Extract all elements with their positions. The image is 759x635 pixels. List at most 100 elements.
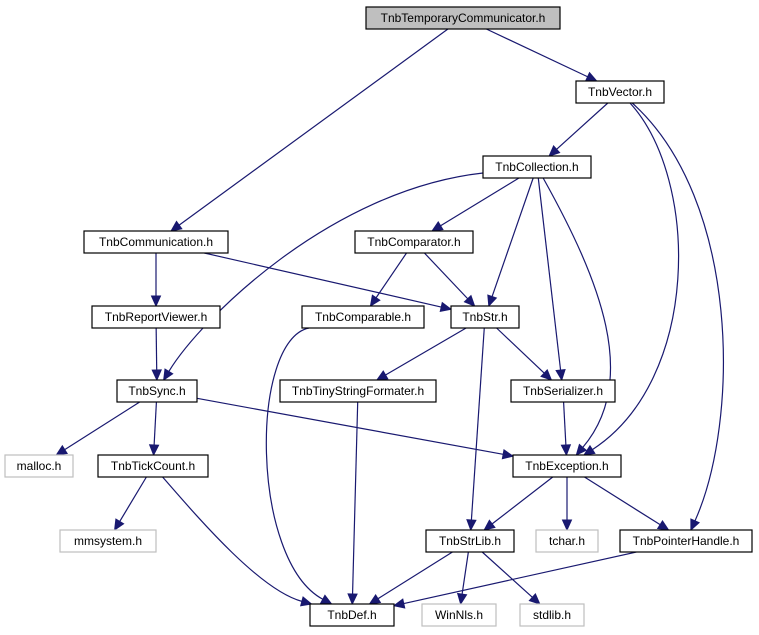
- node-reportviewer[interactable]: TnbReportViewer.h: [91, 305, 221, 329]
- arrowhead-icon: [487, 294, 498, 308]
- edge-line: [584, 476, 661, 526]
- edge-collection-to-str: [487, 177, 534, 308]
- edge-tickcount-to-def: [162, 476, 313, 607]
- arrowhead-icon: [150, 295, 162, 308]
- node-serializer[interactable]: TnbSerializer.h: [510, 379, 616, 403]
- node-label: TnbSerializer.h: [523, 384, 603, 398]
- arrowhead-icon: [375, 370, 389, 381]
- node-root: TnbTemporaryCommunicator.h: [365, 6, 561, 30]
- edge-line: [377, 551, 453, 600]
- node-mmsystem: mmsystem.h: [59, 529, 157, 553]
- edge-line: [562, 401, 567, 446]
- arrowhead-icon: [528, 593, 541, 605]
- node-box: [425, 529, 515, 553]
- edge-line: [592, 102, 680, 451]
- arrowhead-icon: [466, 519, 477, 532]
- edge-exception-to-pointerhandle: [584, 476, 670, 531]
- edge-line: [162, 476, 303, 602]
- edge-communication-to-reportviewer: [150, 253, 162, 308]
- arrowhead-icon: [456, 592, 468, 606]
- edge-line: [265, 327, 324, 600]
- node-label: TnbSync.h: [128, 384, 185, 398]
- node-label: TnbVector.h: [588, 85, 652, 99]
- edge-line: [168, 172, 484, 372]
- node-label: TnbCollection.h: [495, 160, 578, 174]
- arrowhead-icon: [369, 294, 381, 308]
- edge-line: [486, 28, 588, 78]
- arrowhead-icon: [368, 593, 382, 605]
- node-winnls: WinNls.h: [421, 603, 497, 627]
- edge-line: [491, 177, 534, 297]
- arrowhead-icon: [548, 145, 561, 157]
- edge-reportviewer-to-sync: [151, 327, 162, 382]
- node-communication[interactable]: TnbCommunication.h: [83, 230, 229, 254]
- node-strlib[interactable]: TnbStrLib.h: [425, 529, 515, 553]
- edge-root-to-communication: [170, 28, 449, 232]
- node-sync[interactable]: TnbSync.h: [116, 379, 198, 403]
- arrowhead-icon: [439, 301, 453, 313]
- edge-line: [351, 401, 359, 595]
- edge-tickcount-to-mmsystem: [113, 476, 147, 532]
- node-box: [301, 305, 425, 329]
- edge-pointerhandle-to-def: [392, 551, 637, 609]
- node-box: [97, 454, 209, 478]
- edge-line: [631, 102, 724, 522]
- arrowhead-icon: [690, 518, 701, 532]
- node-comparator[interactable]: TnbComparator.h: [354, 230, 474, 254]
- arrowhead-icon: [170, 220, 183, 232]
- edge-line: [64, 401, 141, 451]
- node-tickcount[interactable]: TnbTickCount.h: [97, 454, 209, 478]
- edge-line: [542, 177, 612, 448]
- node-box: [512, 454, 622, 478]
- node-box: [354, 230, 474, 254]
- edge-vector-to-collection: [548, 102, 609, 157]
- arrowhead-icon: [501, 449, 515, 460]
- edge-collection-to-serializer: [537, 177, 566, 382]
- edge-line: [537, 177, 562, 371]
- arrowhead-icon: [55, 444, 68, 456]
- node-pointerhandle[interactable]: TnbPointerHandle.h: [619, 529, 753, 553]
- edge-line: [153, 401, 158, 446]
- arrowhead-icon: [392, 598, 406, 609]
- arrowhead-icon: [151, 369, 162, 382]
- edge-root-to-vector: [486, 28, 598, 82]
- node-label: stdlib.h: [533, 608, 571, 622]
- edge-communication-to-str: [204, 252, 453, 313]
- node-box: [619, 529, 753, 553]
- node-def[interactable]: TnbDef.h: [309, 603, 395, 627]
- node-box: [279, 379, 437, 403]
- edge-strlib-to-def: [368, 551, 453, 605]
- node-box: [4, 454, 74, 478]
- node-label: TnbComparable.h: [315, 310, 411, 324]
- node-tinyformater[interactable]: TnbTinyStringFormater.h: [279, 379, 437, 403]
- arrowhead-icon: [540, 368, 553, 381]
- edge-line: [556, 102, 609, 150]
- edge-line: [178, 28, 449, 226]
- node-label: malloc.h: [17, 459, 62, 473]
- arrowhead-icon: [575, 443, 588, 456]
- arrowhead-icon: [319, 594, 333, 605]
- node-label: TnbStrLib.h: [439, 534, 501, 548]
- arrowhead-icon: [148, 444, 160, 457]
- node-box: [365, 6, 561, 30]
- node-label: TnbException.h: [525, 459, 608, 473]
- node-exception[interactable]: TnbException.h: [512, 454, 622, 478]
- arrowhead-icon: [113, 518, 125, 532]
- edge-line: [119, 476, 147, 522]
- edge-vector-to-pointerhandle: [631, 102, 724, 532]
- node-box: [482, 155, 592, 179]
- arrowhead-icon: [163, 368, 174, 382]
- arrowhead-icon: [463, 294, 476, 307]
- edge-strlib-to-winnls: [456, 551, 469, 606]
- edge-exception-to-tchar: [561, 477, 573, 532]
- edge-collection-to-sync: [163, 172, 484, 382]
- node-str[interactable]: TnbStr.h: [450, 305, 520, 329]
- node-malloc: malloc.h: [4, 454, 74, 478]
- node-comparable[interactable]: TnbComparable.h: [301, 305, 425, 329]
- node-collection[interactable]: TnbCollection.h: [482, 155, 592, 179]
- arrowhead-icon: [430, 221, 444, 232]
- node-vector[interactable]: TnbVector.h: [575, 80, 665, 104]
- arrowhead-icon: [656, 519, 670, 531]
- arrowhead-icon: [561, 519, 573, 532]
